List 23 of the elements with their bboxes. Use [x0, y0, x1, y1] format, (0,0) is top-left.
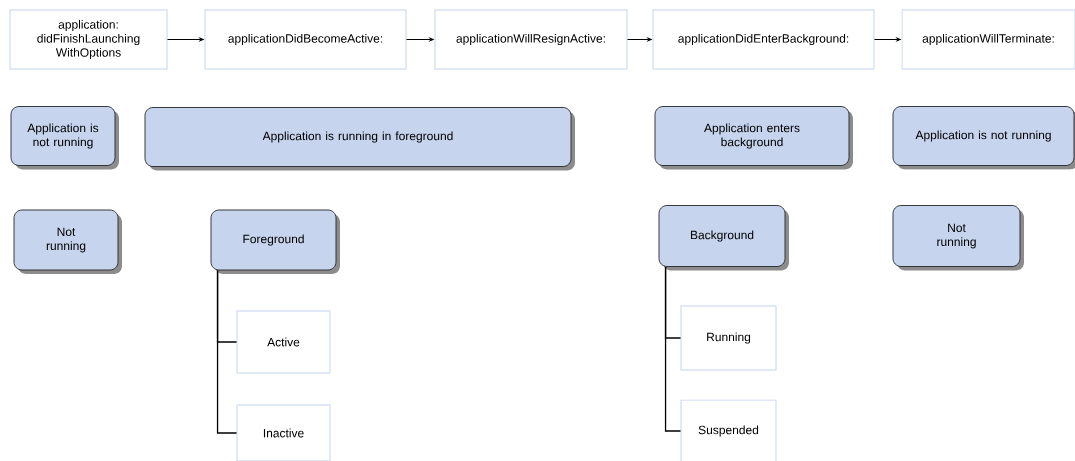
method-box: application: didFinishLaunching WithOptions [9, 9, 168, 70]
method-box: applicationWillTerminate: [901, 9, 1075, 70]
method-box: applicationDidEnterBackground: [652, 9, 875, 70]
state-box: Not running [13, 209, 122, 274]
method-box: Suspended [680, 399, 777, 461]
arrow [406, 37, 434, 42]
method-box: Inactive [236, 404, 331, 461]
state-box: Foreground [210, 209, 340, 274]
arrow [874, 37, 901, 42]
state-box: Not running [892, 205, 1024, 271]
method-box: applicationWillResignActive: [434, 9, 628, 70]
connector-line [664, 266, 682, 432]
method-box: applicationDidBecomeActive: [204, 9, 407, 70]
arrow [167, 37, 204, 42]
state-box: Application is running in foreground [144, 107, 575, 171]
arrow [627, 37, 652, 42]
method-box: Active [236, 310, 331, 374]
state-box: Background [658, 205, 789, 271]
state-box: Application is not running [892, 106, 1075, 170]
state-box: Application enters background [654, 106, 853, 170]
connector-line [216, 269, 238, 434]
method-box: Running [680, 305, 777, 371]
state-box: Application is not running [10, 106, 119, 170]
